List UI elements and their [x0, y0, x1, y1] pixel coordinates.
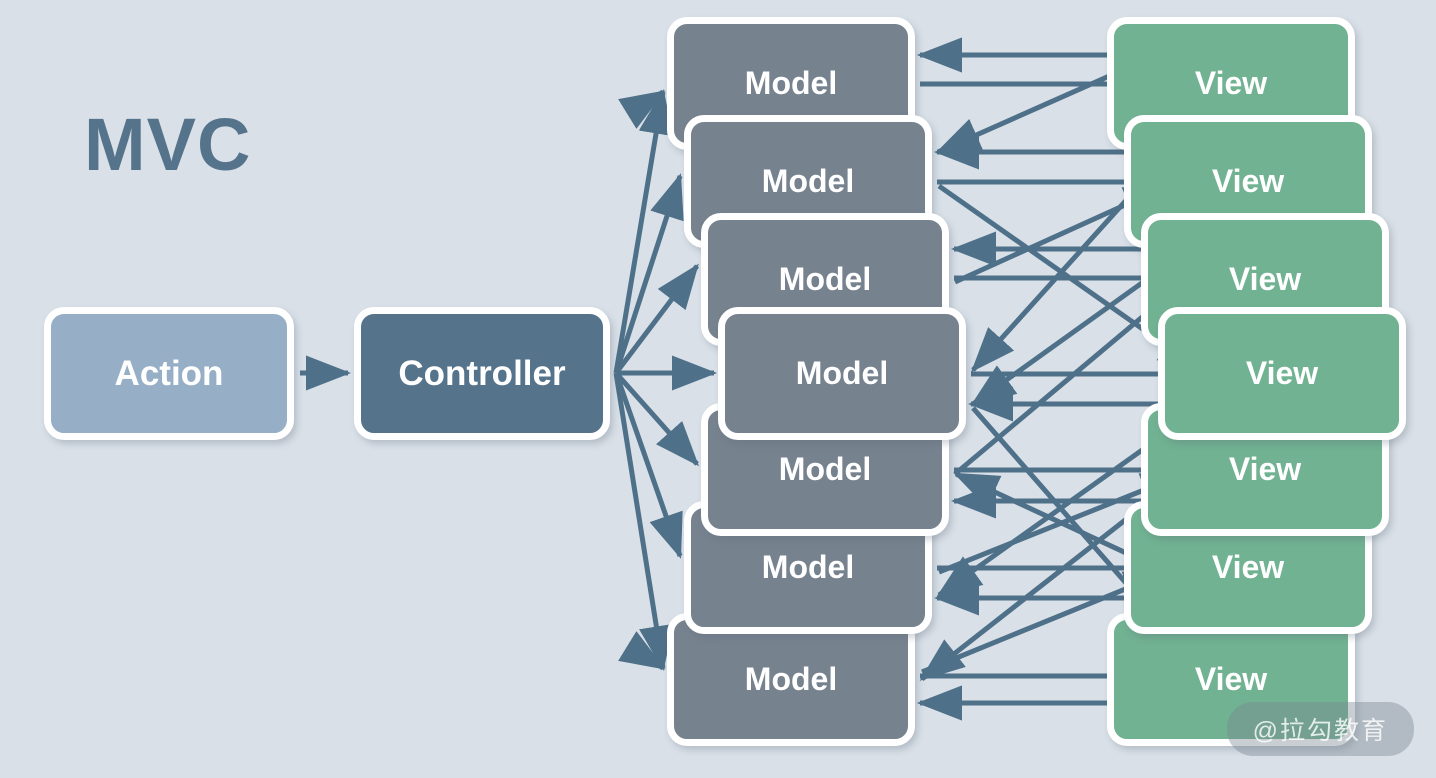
controller-node[interactable]: Controller [354, 307, 610, 440]
model-node-label: Model [744, 65, 838, 101]
arrowhead-controller-to-model-7 [618, 631, 666, 671]
model-node-label: Model [778, 451, 872, 487]
controller-node-label: Controller [398, 353, 566, 393]
view-node-label: View [1194, 65, 1268, 101]
model-node-7[interactable]: Model [667, 613, 915, 746]
arrowhead-controller-to-model-1 [618, 89, 666, 129]
view-node-4[interactable]: View [1158, 307, 1406, 440]
arrow-controller-to-model-6 [613, 372, 683, 559]
page-title: MVC [84, 103, 252, 186]
model-node-label: Model [744, 661, 838, 697]
action-node[interactable]: Action [44, 307, 294, 440]
view-node-label: View [1245, 355, 1319, 391]
arrow-controller-to-model-1 [613, 89, 674, 374]
view-node-label: View [1211, 549, 1285, 585]
model-node-label: Model [795, 355, 889, 391]
view-node-label: View [1211, 163, 1285, 199]
arrow-controller-to-model-3 [614, 263, 699, 375]
arrow-controller-to-model-7 [613, 372, 674, 671]
watermark: @拉勾教育 [1226, 702, 1414, 756]
model-node-label: Model [778, 261, 872, 297]
arrow-controller-to-model-2 [613, 173, 684, 374]
model-node-4[interactable]: Model [718, 307, 966, 440]
arrow-controller-to-model-5 [614, 371, 699, 467]
action-node-label: Action [114, 353, 224, 393]
model-node-label: Model [761, 549, 855, 585]
view-node-label: View [1228, 261, 1302, 297]
view-node-label: View [1194, 661, 1268, 697]
model-node-label: Model [761, 163, 855, 199]
view-node-label: View [1228, 451, 1302, 487]
